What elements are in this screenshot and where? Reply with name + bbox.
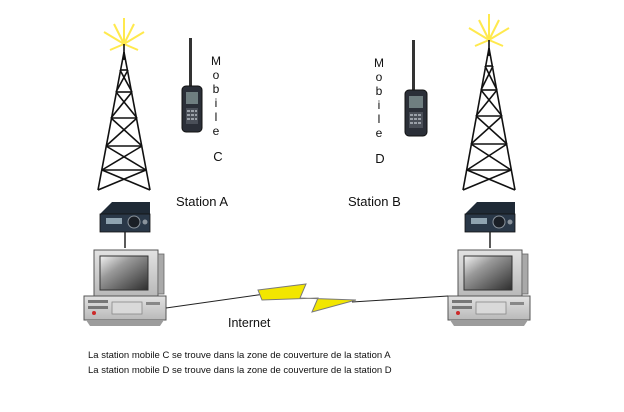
mobile-d-letter: D	[375, 151, 385, 166]
mobile-c-char: M	[211, 54, 221, 68]
tower-station-a	[97, 18, 151, 191]
mobile-d-char: e	[375, 126, 383, 140]
mobile-c-char: e	[212, 124, 220, 138]
station-a-label: Station A	[176, 194, 229, 209]
mobile-c-char: o	[212, 68, 220, 82]
mobile-c-letter: C	[213, 149, 223, 164]
internet-label: Internet	[228, 316, 271, 330]
radio-transceiver-a-icon	[99, 202, 151, 248]
mobile-handset-d-icon	[404, 40, 428, 137]
signal-glow-a	[103, 18, 145, 51]
caption-line-1: La station mobile C se trouve dans la zo…	[88, 350, 391, 361]
mobile-handset-c-icon	[181, 38, 203, 133]
mobile-c-char: b	[212, 82, 220, 96]
mobile-d-char: b	[375, 84, 383, 98]
lightning-bolt-icon	[257, 283, 357, 313]
mobile-c-char: i	[214, 96, 218, 110]
computer-a-icon	[83, 249, 167, 326]
mobile-d-char: M	[374, 56, 384, 70]
computer-b-icon	[447, 249, 531, 326]
mobile-d-char: i	[377, 98, 381, 112]
signal-glow-b	[468, 14, 510, 47]
internet-link	[165, 283, 449, 313]
mobile-d-char: l	[377, 112, 381, 126]
radio-transceiver-b-icon	[464, 202, 516, 248]
station-b-label: Station B	[348, 194, 401, 209]
tower-station-b	[462, 14, 516, 191]
mobile-c-char: l	[214, 110, 218, 124]
mobile-d-char: o	[375, 70, 383, 84]
caption-line-2: La station mobile D se trouve dans la zo…	[88, 365, 392, 376]
